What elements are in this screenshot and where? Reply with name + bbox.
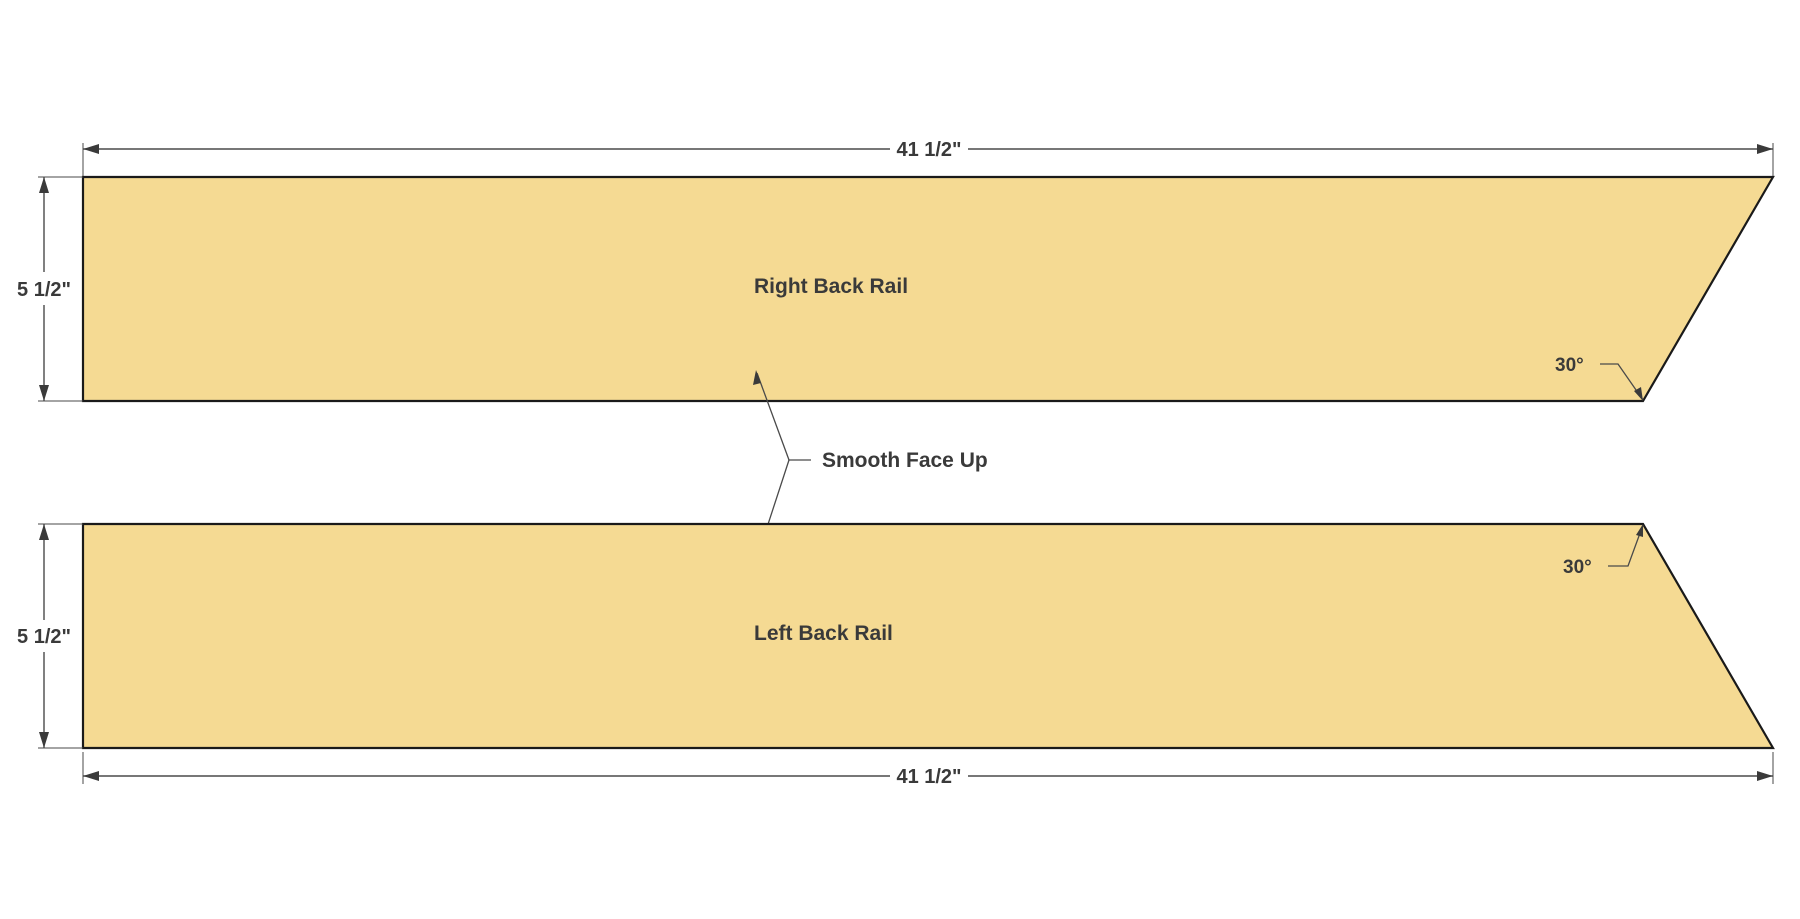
smooth-face-arrow-up	[753, 370, 761, 385]
bottom-height-dimension: 5 1/2"	[17, 523, 83, 749]
top-height-label: 5 1/2"	[17, 279, 71, 301]
bottom-height-arrow-bottom	[39, 732, 49, 748]
right-back-rail-label: Right Back Rail	[754, 275, 908, 298]
bottom-angle-callout: 30°	[1563, 524, 1644, 578]
bottom-height-arrow-top	[39, 524, 49, 540]
top-angle-leader	[1600, 363, 1644, 401]
top-angle-label: 30°	[1555, 355, 1584, 376]
bottom-width-arrow-right	[1757, 771, 1773, 781]
bottom-angle-label: 30°	[1563, 557, 1592, 578]
left-back-rail-label: Left Back Rail	[754, 622, 893, 645]
top-width-dimension: 41 1/2"	[82, 139, 1774, 178]
bottom-width-label: 41 1/2"	[896, 766, 961, 788]
bottom-width-arrow-left	[83, 771, 99, 781]
top-width-arrow-left	[83, 144, 99, 154]
top-width-label: 41 1/2"	[896, 139, 961, 161]
smooth-face-leader-up	[756, 372, 790, 461]
top-height-dimension: 5 1/2"	[17, 176, 83, 402]
bottom-angle-leader	[1608, 524, 1644, 567]
bottom-height-label: 5 1/2"	[17, 626, 71, 648]
left-back-rail-board	[81, 522, 1775, 750]
top-height-arrow-bottom	[39, 385, 49, 401]
bottom-angle-arrow	[1636, 524, 1643, 537]
smooth-face-label: Smooth Face Up	[822, 449, 988, 472]
top-angle-arrow	[1634, 387, 1643, 401]
top-height-arrow-top	[39, 177, 49, 193]
top-angle-callout: 30°	[1555, 355, 1644, 401]
top-width-arrow-right	[1757, 144, 1773, 154]
bottom-width-dimension: 41 1/2"	[82, 752, 1774, 788]
right-back-rail-board	[81, 175, 1775, 403]
